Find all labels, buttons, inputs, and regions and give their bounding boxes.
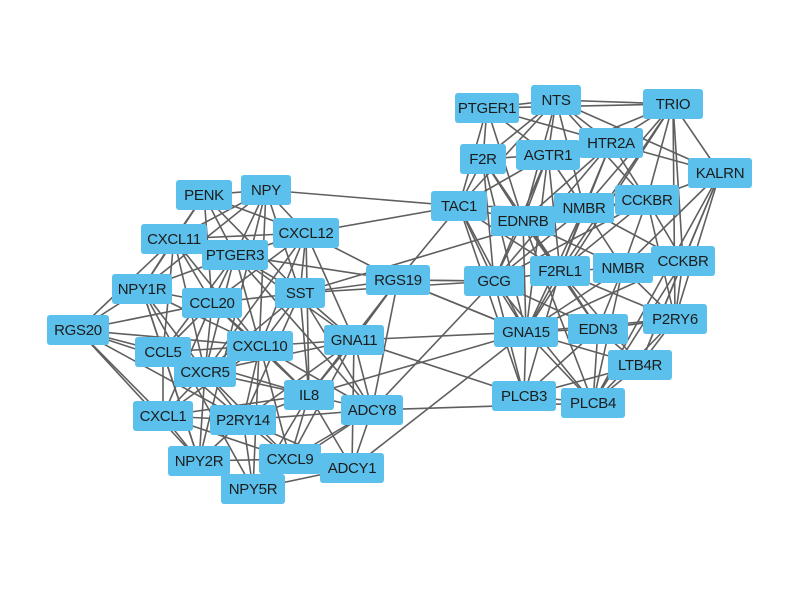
node-p2ry6[interactable]: P2RY6 <box>643 304 707 334</box>
node-agtr1[interactable]: AGTR1 <box>516 140 580 170</box>
node-htr2a[interactable]: HTR2A <box>579 128 643 158</box>
node-nmbr-1[interactable]: NMBR <box>554 193 614 223</box>
edge-tac1-plcb3 <box>458 205 525 397</box>
node-cckbr-1[interactable]: CCKBR <box>615 185 679 215</box>
edge-rgs20-npy2r <box>77 329 200 462</box>
node-ltb4r[interactable]: LTB4R <box>608 350 672 380</box>
node-p2ry14[interactable]: P2RY14 <box>210 405 276 435</box>
node-tac1[interactable]: TAC1 <box>431 191 487 221</box>
node-npy[interactable]: NPY <box>241 175 291 205</box>
edge-npy-tac1 <box>265 189 460 207</box>
edge-il8-gna15 <box>308 331 527 396</box>
node-npy5r[interactable]: NPY5R <box>221 474 285 504</box>
edge-trio-cckbr_1 <box>646 103 674 201</box>
node-nmbr-2[interactable]: NMBR <box>593 253 653 283</box>
node-penk[interactable]: PENK <box>176 180 232 210</box>
node-npy2r[interactable]: NPY2R <box>168 446 230 476</box>
node-ccl20[interactable]: CCL20 <box>182 288 242 318</box>
edge-sst-il8 <box>299 292 310 396</box>
node-edn3[interactable]: EDN3 <box>568 314 628 344</box>
edge-nts-tac1 <box>458 99 557 207</box>
node-ednrb[interactable]: EDNRB <box>491 206 555 236</box>
node-il8[interactable]: IL8 <box>284 380 334 410</box>
edge-kalrn-nmbr_2 <box>622 172 721 269</box>
edge-cckbr_2-plcb4 <box>592 260 684 404</box>
node-rgs20[interactable]: RGS20 <box>47 315 109 345</box>
edge-f2r-gna15 <box>482 158 527 333</box>
node-trio[interactable]: TRIO <box>643 89 703 119</box>
edge-cxcl10-cxcl9 <box>259 345 291 460</box>
node-kalrn[interactable]: KALRN <box>688 158 752 188</box>
edge-ednrb-plcb4 <box>522 220 594 404</box>
node-gcg[interactable]: GCG <box>464 266 524 296</box>
node-rgs19[interactable]: RGS19 <box>366 265 430 295</box>
edge-cxcl12-gna11 <box>305 232 355 341</box>
edge-ptger3-cxcl10 <box>234 254 261 347</box>
node-gna11[interactable]: GNA11 <box>324 325 384 355</box>
node-cxcl1[interactable]: CXCL1 <box>133 401 193 431</box>
node-npy1r[interactable]: NPY1R <box>112 274 172 304</box>
node-adcy1[interactable]: ADCY1 <box>320 453 384 483</box>
node-nts[interactable]: NTS <box>531 85 581 115</box>
edge-adcy1-gna15 <box>351 331 527 469</box>
edge-agtr1-gna15 <box>525 154 549 333</box>
edge-cxcl12-il8 <box>305 232 310 396</box>
node-cxcr5[interactable]: CXCR5 <box>174 357 236 387</box>
node-sst[interactable]: SST <box>275 278 325 308</box>
node-plcb4[interactable]: PLCB4 <box>561 388 625 418</box>
edge-adcy8-gcg <box>371 280 495 411</box>
node-plcb3[interactable]: PLCB3 <box>492 381 556 411</box>
node-cxcl10[interactable]: CXCL10 <box>227 331 293 361</box>
edge-rgs19-adcy8 <box>371 279 399 411</box>
node-ptger1[interactable]: PTGER1 <box>455 93 519 123</box>
edge-trio-cckbr_2 <box>672 103 684 262</box>
node-ccl5[interactable]: CCL5 <box>135 337 191 367</box>
node-ptger3[interactable]: PTGER3 <box>202 240 268 270</box>
node-f2rl1[interactable]: F2RL1 <box>530 256 590 286</box>
edge-f2r-gcg <box>482 158 495 282</box>
node-cxcl12[interactable]: CXCL12 <box>273 218 339 248</box>
node-cckbr-2[interactable]: CCKBR <box>651 246 715 276</box>
node-adcy8[interactable]: ADCY8 <box>341 395 403 425</box>
node-gna15[interactable]: GNA15 <box>494 317 558 347</box>
node-f2r[interactable]: F2R <box>460 144 506 174</box>
edge-npy1r-npy5r <box>141 288 254 490</box>
node-cxcl11[interactable]: CXCL11 <box>141 224 207 254</box>
node-cxcl9[interactable]: CXCL9 <box>259 444 321 474</box>
edge-adcy8-plcb4 <box>371 402 594 411</box>
